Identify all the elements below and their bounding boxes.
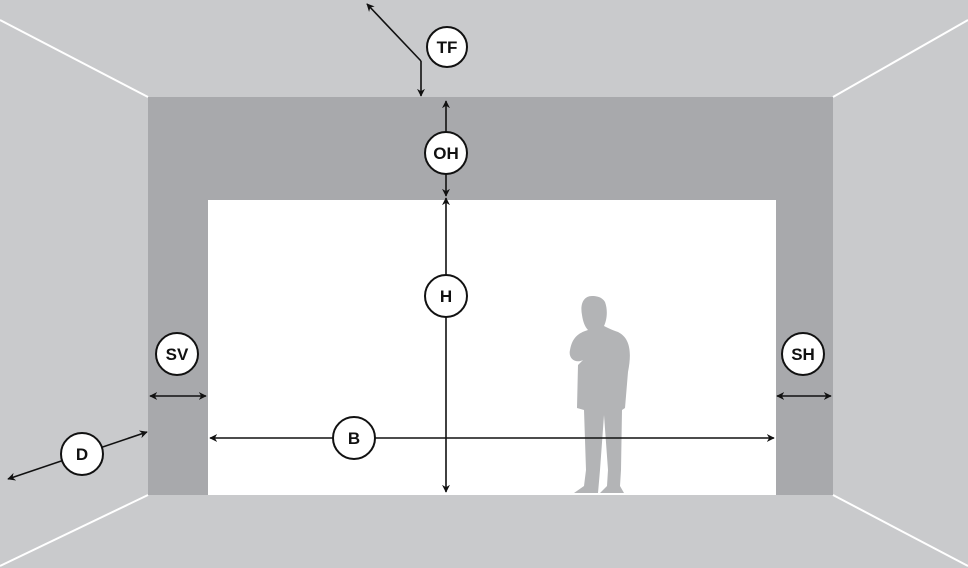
label-d: D [60,432,104,476]
label-sh: SH [781,332,825,376]
label-h: H [424,274,468,318]
label-h-text: H [440,287,452,306]
person-silhouette [569,296,630,493]
label-oh-text: OH [433,144,459,163]
tf-arrow [366,3,422,62]
room-perspective-edges [0,19,968,567]
label-oh: OH [424,131,468,175]
label-tf: TF [426,26,468,68]
label-tf-text: TF [437,38,458,57]
label-sv-text: SV [166,345,189,364]
door-opening [208,200,776,495]
label-sh-text: SH [791,345,815,364]
label-b: B [332,416,376,460]
label-sv: SV [155,332,199,376]
label-b-text: B [348,429,360,448]
label-d-text: D [76,445,88,464]
